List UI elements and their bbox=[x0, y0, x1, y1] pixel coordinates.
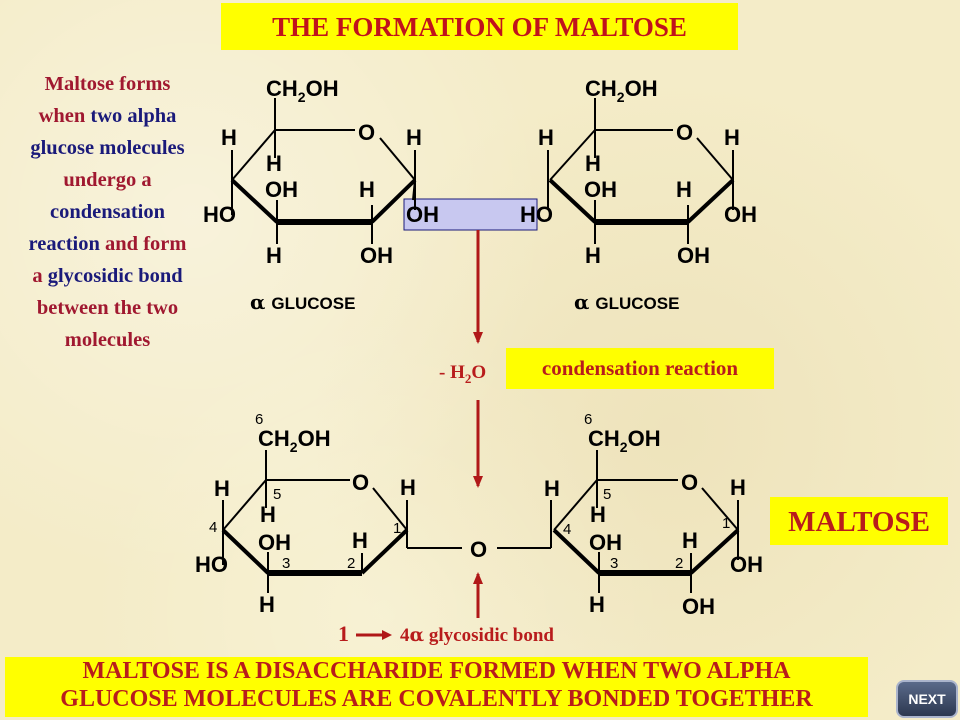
oh-label: OH bbox=[589, 530, 622, 555]
carbon-number-3: 3 bbox=[610, 555, 618, 572]
oh-label: OH bbox=[584, 177, 617, 202]
page-title: THE FORMATION OF MALTOSE bbox=[221, 3, 738, 50]
h-label: H bbox=[266, 243, 282, 268]
oh-h-highlight-box bbox=[403, 198, 538, 231]
oh-label: OH bbox=[730, 552, 763, 577]
ch2oh-label: CH2OH bbox=[585, 76, 658, 105]
carbon-number-4: 4 bbox=[563, 521, 571, 538]
h-label: H bbox=[359, 177, 375, 202]
glycosidic-bond-label: 4α glycosidic bond bbox=[400, 624, 554, 646]
h-label: H bbox=[724, 125, 740, 150]
h-label: H bbox=[676, 177, 692, 202]
ho-label-c4: HO bbox=[520, 202, 553, 227]
carbon-number-6: 6 bbox=[584, 411, 592, 428]
intro-line-4: undergo a bbox=[63, 169, 152, 191]
h-label: H bbox=[266, 151, 282, 176]
next-button[interactable]: NEXT bbox=[896, 680, 958, 718]
carbon-number-5: 5 bbox=[603, 486, 611, 503]
carbon-number-5: 5 bbox=[273, 486, 281, 503]
intro-line-3: glucose molecules bbox=[30, 137, 185, 159]
ch2oh-label: CH2OH bbox=[588, 426, 661, 455]
intro-line-9: molecules bbox=[64, 329, 151, 351]
ring-oxygen-label: O bbox=[352, 470, 369, 495]
minus-water-label: - H2O bbox=[439, 362, 486, 386]
h-label: H bbox=[585, 151, 601, 176]
carbon-number-3: 3 bbox=[282, 555, 290, 572]
oh-label: OH bbox=[265, 177, 298, 202]
summary-line-1: MALTOSE IS A DISACCHARIDE FORMED WHEN TW… bbox=[82, 658, 791, 684]
intro-line-6: reaction and form bbox=[28, 233, 187, 255]
carbon-number-1: 1 bbox=[393, 520, 401, 537]
h-label: H bbox=[585, 243, 601, 268]
ho-label: HO bbox=[203, 202, 236, 227]
h-label: H bbox=[260, 502, 276, 527]
h-label: H bbox=[400, 475, 416, 500]
ch2oh-label: CH2OH bbox=[266, 76, 339, 105]
oh-label: OH bbox=[682, 594, 715, 619]
h-label: H bbox=[589, 592, 605, 617]
summary-line-2: GLUCOSE MOLECULES ARE COVALENTLY BONDED … bbox=[60, 686, 813, 712]
glycosidic-link: O bbox=[407, 500, 552, 562]
h-label: H bbox=[730, 475, 746, 500]
oh-label: OH bbox=[724, 202, 757, 227]
intro-text: Maltose forms when two alpha glucose mol… bbox=[0, 68, 215, 356]
intro-line-8: between the two bbox=[36, 297, 179, 319]
maltose-ring-left: 6 CH2OH H 5 O H 4 H OH H 1 3 2 HO H bbox=[195, 411, 416, 617]
carbon-number-1: 1 bbox=[722, 515, 730, 532]
oh-label: OH bbox=[360, 243, 393, 268]
ring-oxygen-label: O bbox=[681, 470, 698, 495]
maltose-label: MALTOSE bbox=[770, 497, 948, 545]
h-label: H bbox=[590, 502, 606, 527]
bond-position-1: 1 bbox=[338, 621, 349, 646]
carbon-number-6: 6 bbox=[255, 411, 263, 428]
ho-label: HO bbox=[195, 552, 228, 577]
ring-oxygen-label: O bbox=[358, 120, 375, 145]
h-label: H bbox=[682, 528, 698, 553]
intro-line-7: a glycosidic bond bbox=[32, 265, 183, 287]
condensation-reaction-label: condensation reaction bbox=[506, 348, 774, 389]
h-label: H bbox=[406, 125, 422, 150]
carbon-number-2: 2 bbox=[675, 555, 683, 572]
intro-line-1: Maltose forms bbox=[44, 73, 171, 95]
h-label: H bbox=[544, 476, 560, 501]
oh-label: OH bbox=[258, 530, 291, 555]
ring-oxygen-label: O bbox=[676, 120, 693, 145]
maltose-ring-right: 6 CH2OH H 5 O H 4 H OH H 1 3 2 OH H OH bbox=[544, 411, 763, 619]
carbon-number-4: 4 bbox=[209, 519, 217, 536]
h-label: H bbox=[352, 528, 368, 553]
ch2oh-label: CH2OH bbox=[258, 426, 331, 455]
summary-banner: MALTOSE IS A DISACCHARIDE FORMED WHEN TW… bbox=[5, 657, 868, 717]
h-label: H bbox=[221, 125, 237, 150]
intro-line-2: when two alpha bbox=[38, 105, 177, 127]
h-label: H bbox=[538, 125, 554, 150]
intro-line-5: condensation bbox=[49, 201, 166, 223]
h-label: H bbox=[259, 592, 275, 617]
carbon-number-2: 2 bbox=[347, 555, 355, 572]
h-label: H bbox=[214, 476, 230, 501]
oh-label-c1: OH bbox=[406, 202, 439, 227]
oh-label: OH bbox=[677, 243, 710, 268]
bridge-oxygen-label: O bbox=[470, 537, 487, 562]
